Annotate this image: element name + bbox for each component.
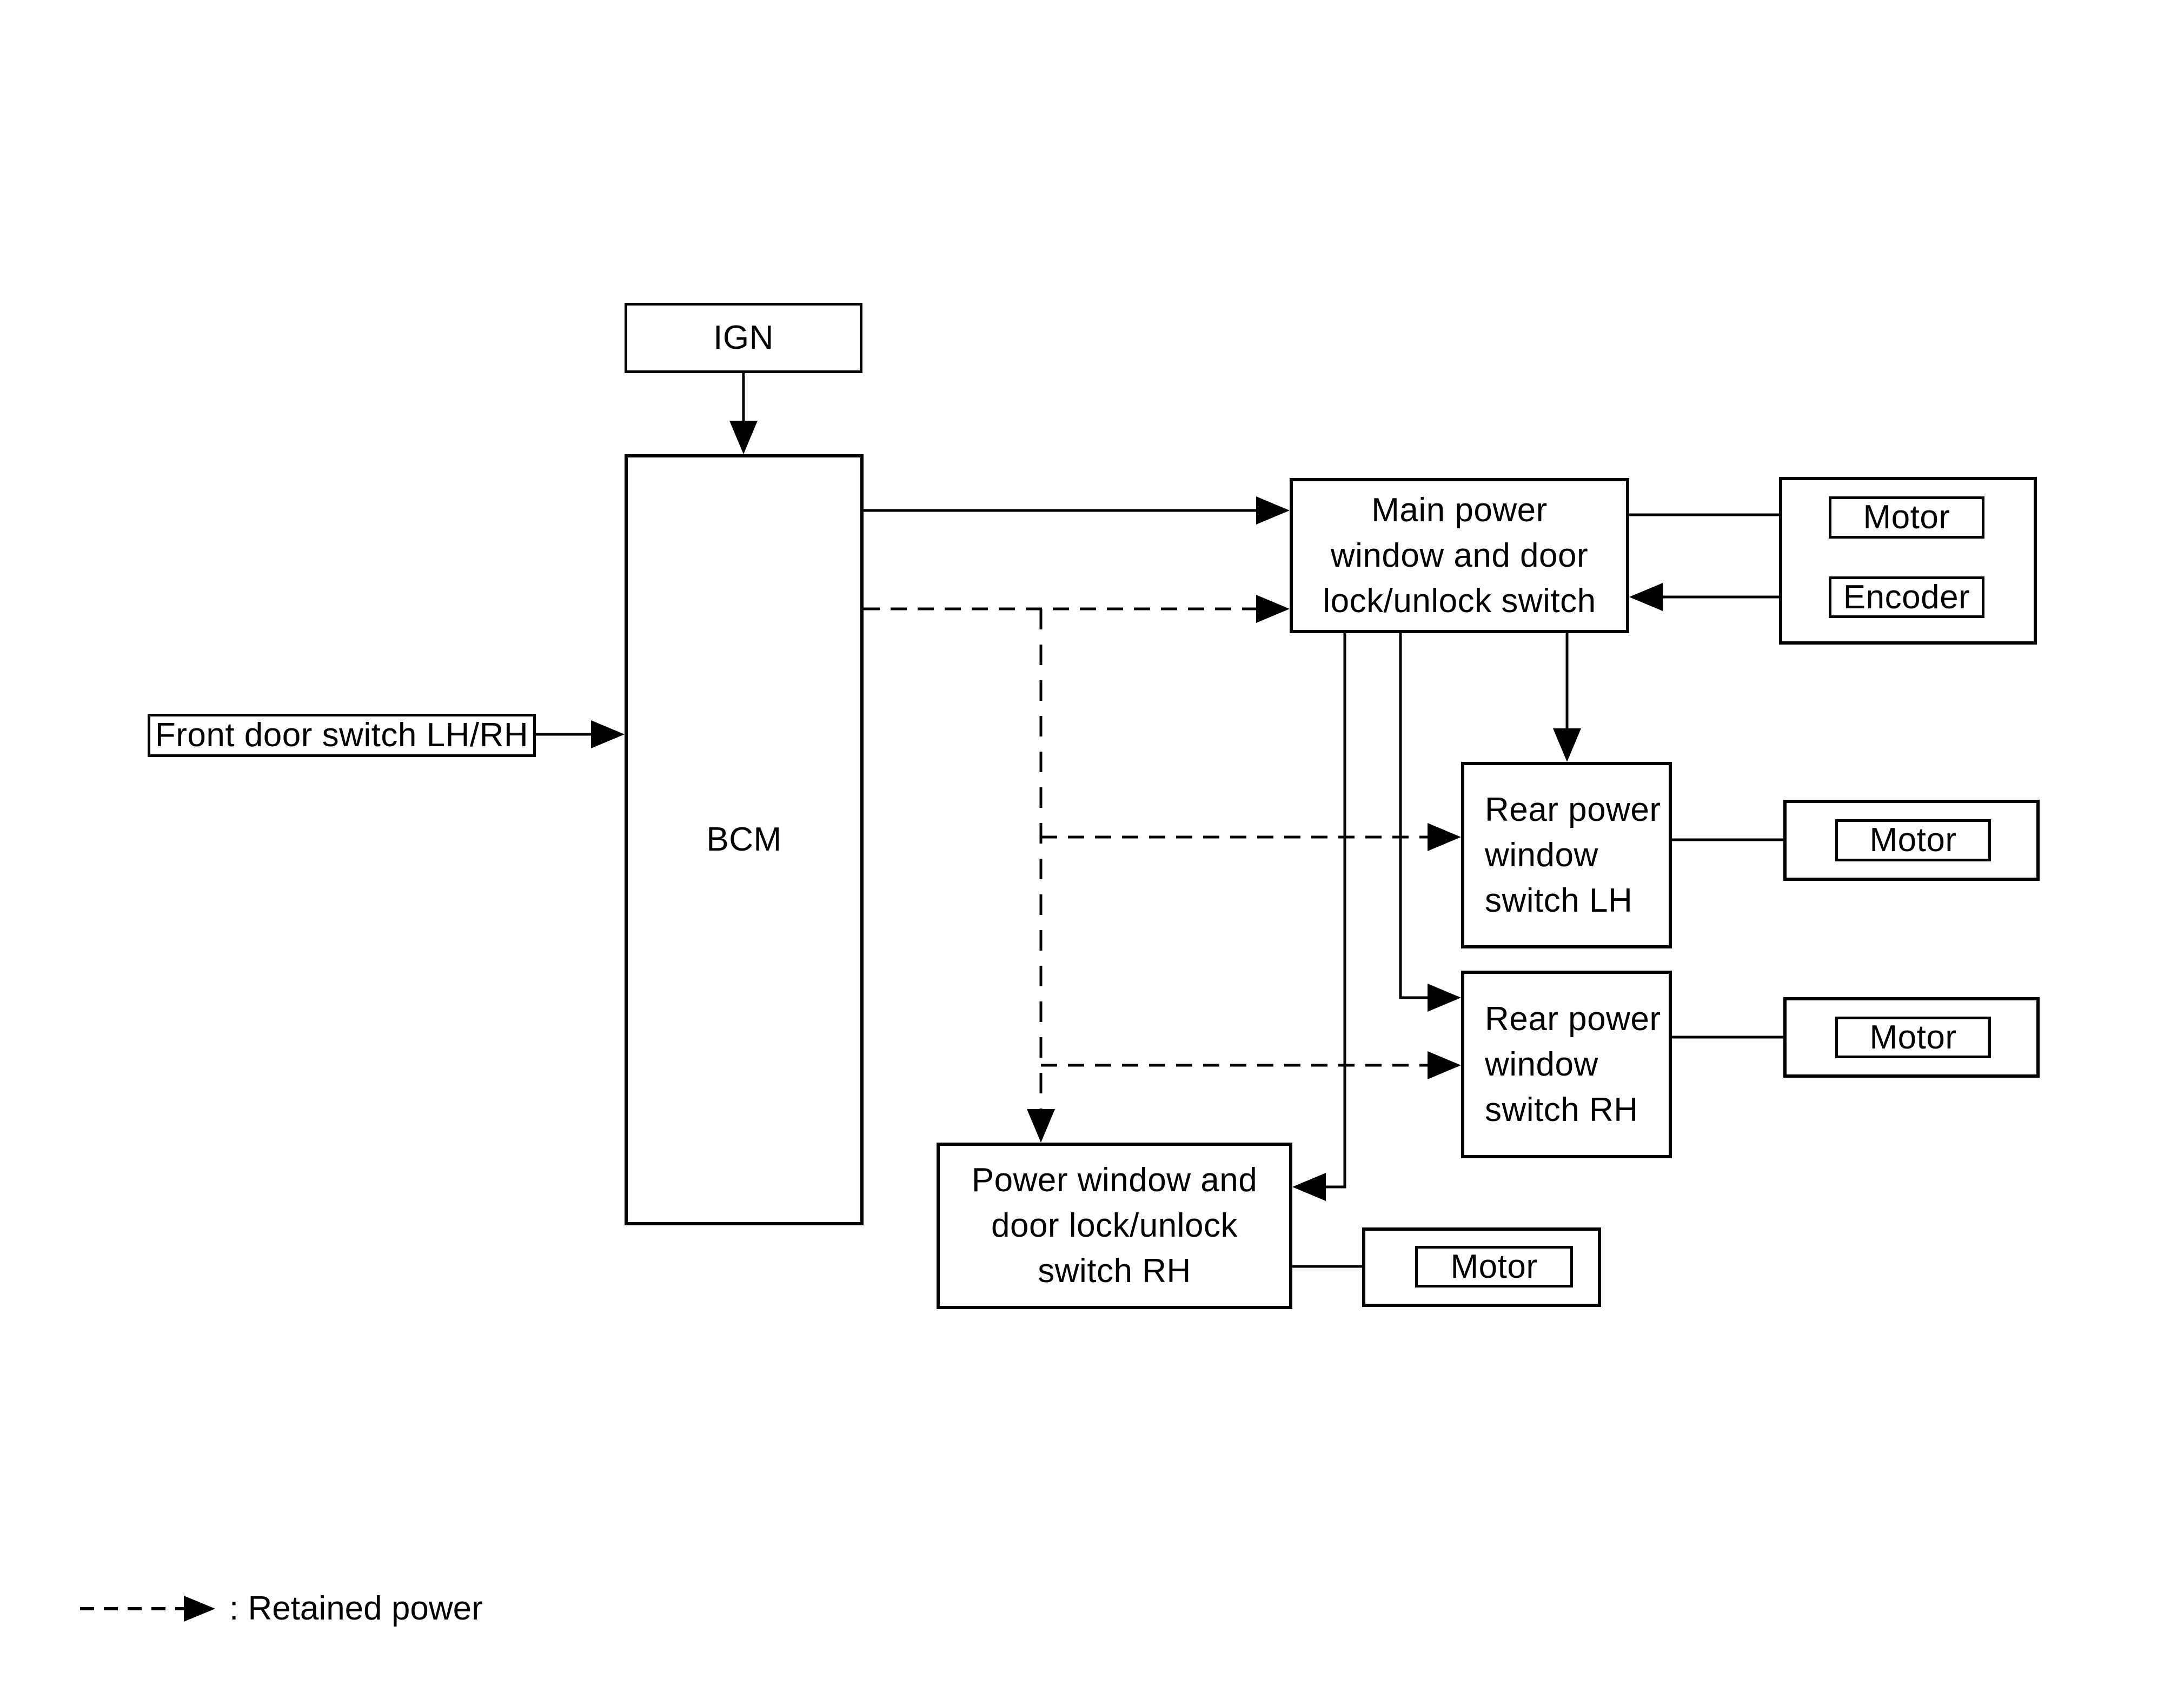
node-ign: IGN <box>625 303 862 373</box>
node-motor-front-rh-label: Motor <box>1450 1247 1538 1285</box>
arrowhead-down-icon <box>729 421 758 454</box>
node-rear-window-switch-lh-label: Rear power window switch LH <box>1485 791 1661 919</box>
connector-main-switch-to-rear-lh <box>1553 633 1581 762</box>
node-bcm-label: BCM <box>706 821 782 858</box>
arrowhead-right-icon <box>1256 595 1290 623</box>
node-rear-window-switch-rh: Rear power window switch RH <box>1461 971 1672 1158</box>
node-motor-main: Motor <box>1829 496 1984 539</box>
node-front-door-switch-label: Front door switch LH/RH <box>155 716 529 754</box>
dashed-retained-power-bcm-to-main-switch <box>864 595 1290 623</box>
arrowhead-right-icon <box>591 720 625 748</box>
legend-label: : Retained power <box>229 1590 483 1627</box>
node-motor-rear-rh: Motor <box>1835 1017 1991 1058</box>
node-encoder-main-label: Encoder <box>1843 578 1970 616</box>
node-rear-window-switch-lh: Rear power window switch LH <box>1461 762 1672 948</box>
node-motor-rear-lh-label: Motor <box>1869 821 1957 859</box>
connector-main-switch-to-front-rh <box>1292 633 1346 1201</box>
group-motor-rear-lh <box>1783 800 2040 881</box>
legend: : Retained power <box>76 1568 562 1649</box>
arrowhead-right-icon <box>1428 984 1461 1012</box>
node-main-power-window-switch-label: Main power window and door lock/unlock s… <box>1323 491 1596 620</box>
connector-ign-to-bcm <box>729 373 758 454</box>
node-motor-rear-lh: Motor <box>1835 819 1991 861</box>
arrowhead-left-icon <box>1629 583 1663 611</box>
retained-power-dashed-arrow-icon <box>80 1596 215 1622</box>
node-motor-main-label: Motor <box>1863 499 1950 536</box>
node-power-window-switch-rh: Power window and door lock/unlock switch… <box>937 1143 1292 1309</box>
dashed-retained-power-branch-to-rear-rh <box>1041 1051 1461 1079</box>
node-ign-label: IGN <box>713 319 774 356</box>
arrowhead-down-icon <box>1553 728 1581 762</box>
connector-bcm-to-main-switch <box>864 496 1290 525</box>
connector-front-door-switch-to-bcm <box>535 720 625 748</box>
node-rear-window-switch-rh-label: Rear power window switch RH <box>1485 1000 1661 1129</box>
node-bcm: BCM <box>625 454 864 1225</box>
dashed-retained-power-trunk-to-front-rh <box>1027 609 1055 1143</box>
arrowhead-right-icon <box>1428 823 1461 851</box>
arrowhead-left-icon <box>1292 1173 1326 1201</box>
node-motor-rear-rh-label: Motor <box>1869 1018 1957 1056</box>
node-main-power-window-switch: Main power window and door lock/unlock s… <box>1290 478 1629 633</box>
arrowhead-down-icon <box>1027 1109 1055 1143</box>
node-motor-front-rh: Motor <box>1415 1246 1573 1287</box>
connector-main-switch-to-rear-rh <box>1399 633 1461 1012</box>
arrowhead-right-icon <box>1256 496 1290 525</box>
node-front-door-switch: Front door switch LH/RH <box>148 714 536 757</box>
node-power-window-switch-rh-label: Power window and door lock/unlock switch… <box>971 1162 1258 1290</box>
node-encoder-main: Encoder <box>1829 576 1984 618</box>
dashed-retained-power-branch-to-rear-lh <box>1041 823 1461 851</box>
arrowhead-right-icon <box>1428 1051 1461 1079</box>
